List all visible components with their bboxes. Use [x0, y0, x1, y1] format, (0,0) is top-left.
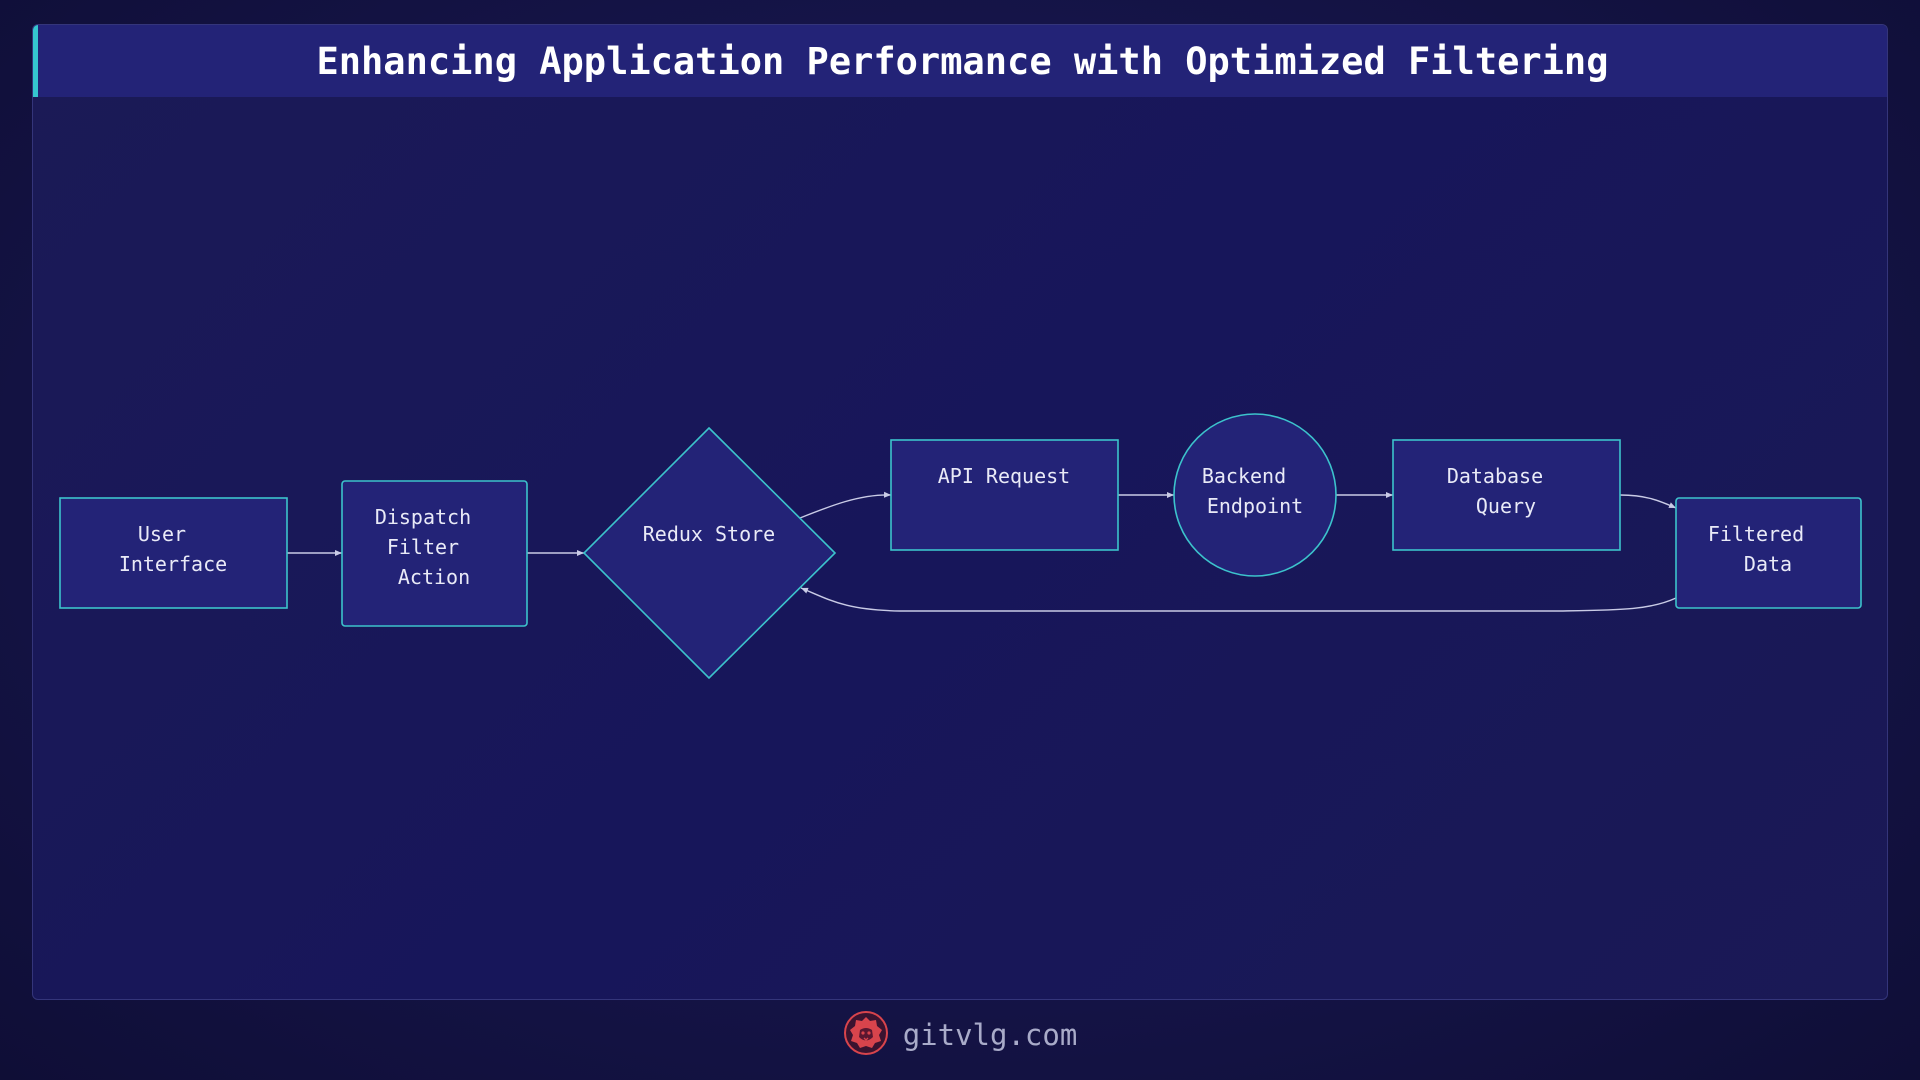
node-redux-store[interactable]: Redux Store — [582, 426, 837, 680]
node-database-query[interactable]: Database Query — [1392, 439, 1621, 551]
edges — [287, 491, 1677, 612]
edge-database-to-filtered — [1619, 494, 1677, 509]
node-backend-endpoint-label: Backend Endpoint — [1202, 464, 1303, 518]
node-database-query-label: Database Query — [1447, 464, 1555, 518]
edge-redux-to-api — [799, 491, 892, 519]
title-bar: Enhancing Application Performance with O… — [33, 25, 1887, 97]
footer: gitvlg.com — [0, 1010, 1920, 1060]
lion-head-icon — [843, 1010, 889, 1060]
node-api-request[interactable]: API Request — [890, 439, 1119, 551]
page-title: Enhancing Application Performance with O… — [316, 39, 1609, 83]
node-user-interface-label: User Interface — [119, 522, 227, 576]
node-user-interface[interactable]: User Interface — [59, 497, 288, 609]
node-filtered-data[interactable]: Filtered Data — [1675, 497, 1862, 609]
flow-diagram: User Interface Dispatch Filter Action Re… — [59, 413, 1862, 680]
node-backend-endpoint[interactable]: Backend Endpoint — [1173, 413, 1337, 577]
footer-site-link[interactable]: gitvlg.com — [902, 1018, 1078, 1052]
node-dispatch-filter-action-label: Dispatch Filter Action — [375, 505, 483, 589]
edge-filtered-to-redux — [800, 587, 1677, 612]
node-filtered-data-label: Filtered Data — [1708, 522, 1816, 576]
node-dispatch-filter-action[interactable]: Dispatch Filter Action — [341, 480, 528, 627]
node-api-request-label: API Request — [938, 464, 1070, 488]
node-redux-store-label: Redux Store — [643, 522, 775, 546]
